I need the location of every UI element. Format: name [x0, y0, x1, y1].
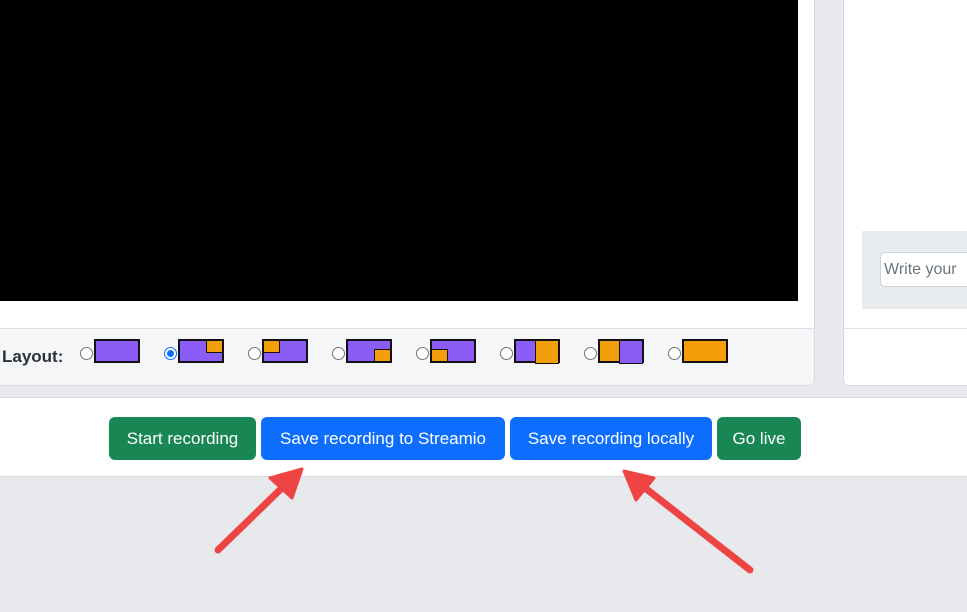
layout-radio[interactable]: [500, 347, 513, 360]
save-to-streamio-button[interactable]: Save recording to Streamio: [261, 417, 505, 460]
chat-message-input[interactable]: [880, 252, 967, 287]
layout-screen-bottom-left-icon[interactable]: [430, 339, 476, 363]
stage-card: Layout:: [0, 0, 815, 386]
layout-full-screen-icon[interactable]: [682, 339, 728, 363]
red-arrow-icon: [214, 467, 304, 554]
layout-split-screen-left-icon[interactable]: [598, 339, 644, 364]
chat-footer: [844, 328, 967, 385]
layout-radio[interactable]: [248, 347, 261, 360]
layout-split-camera-left-icon[interactable]: [514, 339, 560, 364]
layout-radio[interactable]: [332, 347, 345, 360]
recording-controls: Start recording Save recording to Stream…: [0, 397, 967, 477]
start-recording-button[interactable]: Start recording: [109, 417, 256, 460]
go-live-button[interactable]: Go live: [717, 417, 801, 460]
layout-radio[interactable]: [668, 347, 681, 360]
layout-screen-bottom-right-icon[interactable]: [346, 339, 392, 363]
layout-screen-top-left-icon[interactable]: [262, 339, 308, 363]
layout-label: Layout:: [2, 347, 64, 366]
save-locally-button[interactable]: Save recording locally: [510, 417, 712, 460]
layout-radio[interactable]: [416, 347, 429, 360]
layout-screen-top-right-icon[interactable]: [178, 339, 224, 363]
layout-radio-selected[interactable]: [164, 347, 177, 360]
layout-selector: Layout:: [0, 328, 814, 385]
layout-radio[interactable]: [584, 347, 597, 360]
layout-radio[interactable]: [80, 347, 93, 360]
red-arrow-icon: [622, 469, 754, 574]
video-preview: [0, 0, 798, 301]
chat-panel: [843, 0, 967, 386]
chat-input-area: [862, 231, 967, 309]
layout-full-camera-icon[interactable]: [94, 339, 140, 363]
